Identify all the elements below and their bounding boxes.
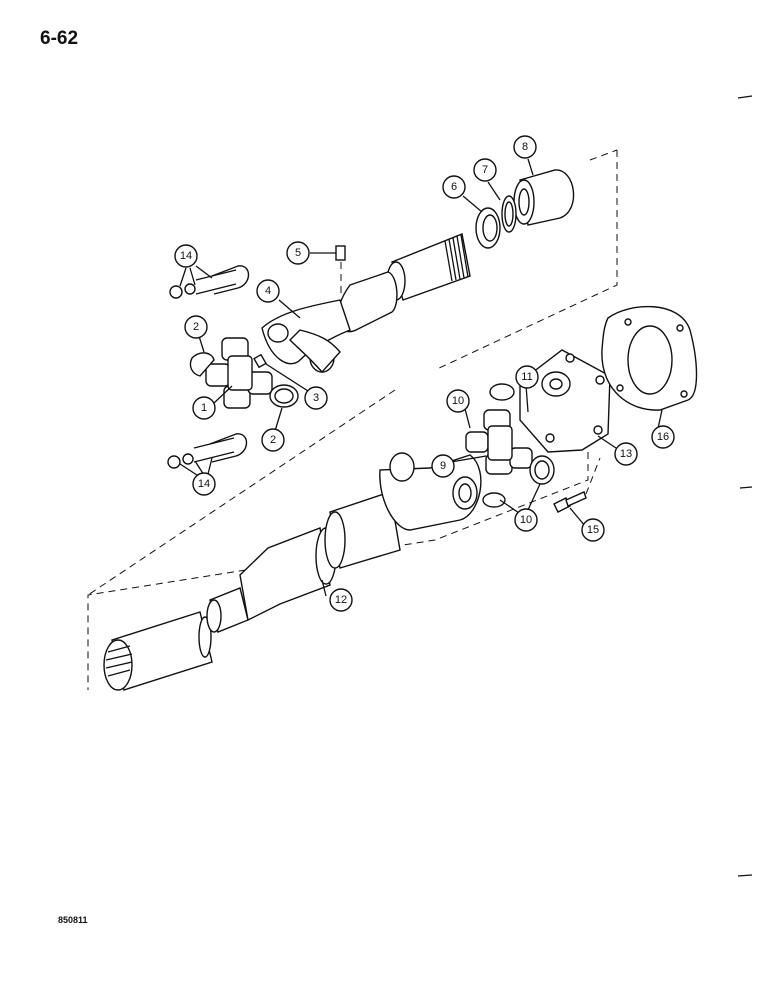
callout-6: 6 bbox=[442, 175, 466, 199]
callout-label: 3 bbox=[313, 392, 319, 404]
figure-code: 850811 bbox=[58, 915, 88, 925]
callout-2-lower: 2 bbox=[261, 428, 285, 452]
callout-11: 11 bbox=[515, 365, 539, 389]
callout-label: 6 bbox=[451, 181, 457, 193]
callout-7: 7 bbox=[473, 158, 497, 182]
callout-1: 1 bbox=[192, 396, 216, 420]
callout-label: 14 bbox=[180, 250, 192, 262]
callout-label: 5 bbox=[295, 247, 301, 259]
assembly-outline bbox=[87, 150, 618, 690]
callout-label: 16 bbox=[657, 431, 669, 443]
bolt bbox=[553, 457, 601, 513]
callout-label: 14 bbox=[198, 478, 210, 490]
callout-5: 5 bbox=[286, 241, 310, 265]
callout-label: 4 bbox=[265, 285, 271, 297]
callout-label: 10 bbox=[520, 514, 532, 526]
u-bolt-kit-upper bbox=[169, 265, 250, 299]
universal-joint-upper bbox=[189, 337, 273, 409]
callout-15: 15 bbox=[581, 518, 605, 542]
page-number: 6-62 bbox=[40, 28, 79, 49]
callout-8: 8 bbox=[513, 135, 537, 159]
callout-4: 4 bbox=[256, 279, 280, 303]
callout-14-upper: 14 bbox=[174, 244, 198, 268]
universal-joint-lower bbox=[465, 406, 539, 475]
callout-label: 7 bbox=[482, 164, 488, 176]
callout-label: 9 bbox=[440, 460, 446, 472]
leader-lines bbox=[179, 158, 663, 597]
callout-label: 13 bbox=[620, 448, 632, 460]
callout-label: 1 bbox=[201, 402, 207, 414]
margin-marks bbox=[737, 95, 753, 877]
callout-label: 2 bbox=[270, 434, 276, 446]
callout-10-upper: 10 bbox=[446, 389, 470, 413]
callout-3: 3 bbox=[304, 386, 328, 410]
callout-label: 2 bbox=[193, 321, 199, 333]
callout-10-lower: 10 bbox=[514, 508, 538, 532]
callout-label: 12 bbox=[335, 594, 347, 606]
callout-13: 13 bbox=[614, 442, 638, 466]
u-bolt-kit-lower bbox=[167, 433, 248, 469]
callout-16: 16 bbox=[651, 425, 675, 449]
callout-2-upper: 2 bbox=[184, 315, 208, 339]
callout-9: 9 bbox=[431, 454, 455, 478]
callout-label: 10 bbox=[452, 395, 464, 407]
snap-ring-upper bbox=[269, 384, 299, 408]
callout-label: 15 bbox=[587, 524, 599, 536]
snap-rings-lower bbox=[482, 383, 555, 508]
bearing-bracket bbox=[519, 349, 611, 453]
callout-label: 11 bbox=[521, 371, 532, 383]
callout-12: 12 bbox=[329, 588, 353, 612]
lower-shaft-assembly bbox=[103, 452, 482, 691]
callout-label: 8 bbox=[522, 141, 528, 153]
flange-plate bbox=[601, 305, 698, 411]
callout-14-lower: 14 bbox=[192, 472, 216, 496]
upper-tube-assembly bbox=[261, 169, 575, 374]
